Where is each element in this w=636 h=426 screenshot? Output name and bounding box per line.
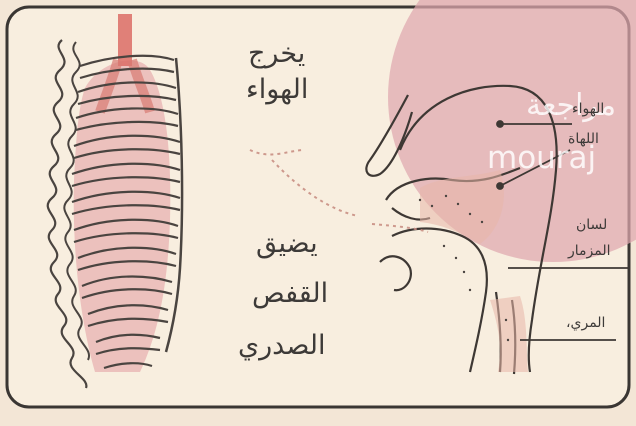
label-air-out-2: الهواء xyxy=(246,76,308,103)
label-contract-3: الصدري xyxy=(238,332,326,359)
label-contract-2: القفص xyxy=(252,280,328,307)
part-epiglottis-2: المزمار xyxy=(568,244,611,258)
label-air-out-1: يخرج xyxy=(248,40,305,67)
part-esophagus: المري، xyxy=(566,316,605,330)
part-epiglottis-1: لسان xyxy=(576,218,607,232)
part-air: الهواء xyxy=(572,102,604,116)
part-pharynx: اللهاة xyxy=(568,132,599,146)
label-contract-1: يضيق xyxy=(256,230,318,257)
